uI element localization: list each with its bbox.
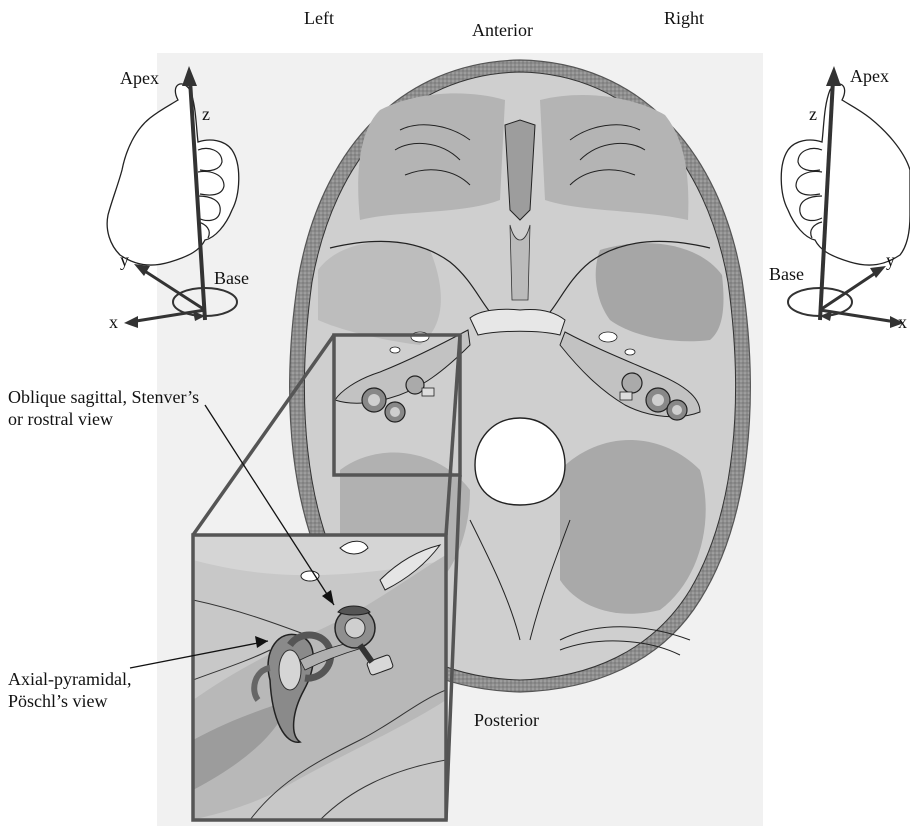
right-y-label: y [886, 250, 895, 271]
label-left: Left [304, 8, 334, 29]
frontal-lobe-left [358, 93, 505, 220]
label-posterior: Posterior [474, 710, 539, 731]
foramen-spinosum-right [625, 349, 635, 355]
oblique-view-label-line1: Oblique sagittal, Stenver’s [8, 387, 199, 408]
right-apex-label: Apex [850, 66, 889, 87]
label-anterior: Anterior [472, 20, 533, 41]
sella-turcica [470, 309, 565, 335]
axial-view-label-line2: Pöschl’s view [8, 691, 108, 712]
left-base-label: Base [214, 268, 249, 289]
magnified-inset [193, 535, 446, 820]
oblique-view-label-line2: or rostral view [8, 409, 113, 430]
left-apex-label: Apex [120, 68, 159, 89]
right-base-label: Base [769, 264, 804, 285]
right-x-label: x [898, 312, 907, 333]
inset-foramen-2 [301, 571, 319, 581]
right-z-arrowhead [826, 66, 841, 86]
right-z-label: z [809, 104, 817, 125]
right-y-axis [820, 270, 880, 310]
left-x-arrowhead [124, 316, 138, 328]
left-x-label: x [109, 312, 118, 333]
left-z-label: z [202, 104, 210, 125]
right-hand-outline [781, 84, 910, 265]
cochlea-inner [345, 618, 365, 638]
foramen-spinosum-left [390, 347, 400, 353]
foramen-ovale-right [599, 332, 617, 342]
semicircular-canal-lumen [279, 650, 301, 690]
right-hand-diagram [781, 66, 910, 328]
axial-view-label-line1: Axial-pyramidal, [8, 669, 131, 690]
left-y-label: y [120, 250, 129, 271]
label-right: Right [664, 8, 704, 29]
foramen-magnum [475, 418, 565, 505]
nasal-septum [505, 120, 535, 220]
